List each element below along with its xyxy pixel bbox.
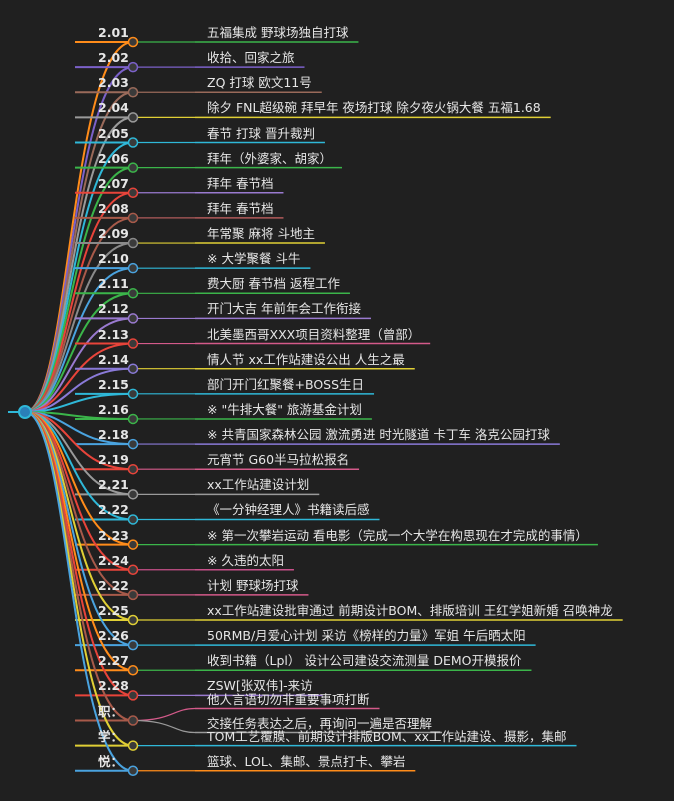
branch-node-12[interactable] xyxy=(127,338,139,349)
root-node[interactable] xyxy=(18,405,32,419)
branch-label[interactable]: 2.21 xyxy=(98,477,129,493)
branch-node-5[interactable] xyxy=(127,162,139,173)
branch-label[interactable]: 2.27 xyxy=(98,653,129,669)
branch-label[interactable]: 学： xyxy=(98,728,124,744)
branch-node-18[interactable] xyxy=(127,489,139,500)
branch-node-14[interactable] xyxy=(127,388,139,400)
leaf-text[interactable]: 拜年 春节档 xyxy=(207,200,274,216)
branch-label[interactable]: 2.11 xyxy=(98,276,129,292)
branch-node-16[interactable] xyxy=(127,438,139,450)
branch-label[interactable]: 2.25 xyxy=(98,602,129,618)
branch-label[interactable]: 2.05 xyxy=(98,125,129,141)
branch-node-29[interactable] xyxy=(127,765,139,777)
leaf-text[interactable]: 拜年 春节档 xyxy=(207,175,274,191)
branch-node-15[interactable] xyxy=(127,413,139,425)
leaf-connector-27-1 xyxy=(132,719,196,734)
branch-label[interactable]: 职： xyxy=(98,703,124,719)
branch-label[interactable]: 2.24 xyxy=(98,552,129,568)
branch-node-4[interactable] xyxy=(127,137,139,148)
branch-node-8[interactable] xyxy=(127,237,139,249)
branch-node-10[interactable] xyxy=(127,288,139,299)
branch-label[interactable]: 2.08 xyxy=(98,200,129,216)
branch-label[interactable]: 2.13 xyxy=(98,326,129,342)
leaf-text[interactable]: ※ "牛排大餐" 旅游基金计划 xyxy=(207,401,362,417)
leaf-text[interactable]: xx工作站建设计划 xyxy=(207,477,310,493)
leaf-text[interactable]: 元宵节 G60半马拉松报名 xyxy=(207,452,350,468)
branch-label[interactable]: 2.01 xyxy=(98,25,129,40)
branch-node-3[interactable] xyxy=(127,112,139,123)
branch-node-17[interactable] xyxy=(127,463,139,475)
leaf-text[interactable]: 部门开门红聚餐+BOSS生日 xyxy=(207,376,365,392)
leaf-text[interactable]: ZSW[张双伟]-来访 xyxy=(207,678,313,694)
branch-node-19[interactable] xyxy=(127,514,139,525)
branch-node-6[interactable] xyxy=(127,187,139,199)
branch-node-24[interactable] xyxy=(127,639,139,651)
branch-connector-11 xyxy=(24,317,134,413)
branch-node-0[interactable] xyxy=(127,36,139,48)
leaf-text[interactable]: 交接任务表达之后，再询问一遍是否理解 xyxy=(207,715,433,731)
leaf-text[interactable]: 北美墨西哥XXX项目资料整理（曾部） xyxy=(207,326,421,342)
branch-node-7[interactable] xyxy=(127,212,139,224)
branch-label[interactable]: 2.14 xyxy=(98,351,129,367)
leaf-text[interactable]: 年常聚 麻将 斗地主 xyxy=(207,226,315,242)
branch-node-2[interactable] xyxy=(127,87,139,98)
branch-node-22[interactable] xyxy=(127,589,139,601)
leaf-text[interactable]: 《一分钟经理人》书籍读后感 xyxy=(207,502,370,518)
leaf-text[interactable]: 春节 打球 晋升裁判 xyxy=(207,125,315,141)
branch-label[interactable]: 2.04 xyxy=(98,100,129,116)
branch-node-11[interactable] xyxy=(127,313,139,324)
leaf-text[interactable]: 50RMB/月爱心计划 采访《榜样的力量》军姐 午后晒太阳 xyxy=(207,628,526,644)
branch-label[interactable]: 2.19 xyxy=(98,452,129,468)
leaf-text[interactable]: xx工作站建设批审通过 前期设计BOM、排版培训 王红学姐新婚 召唤神龙 xyxy=(207,602,613,618)
branch-label[interactable]: 2.07 xyxy=(98,175,129,191)
branch-connector-29 xyxy=(24,411,134,772)
branch-label[interactable]: 2.23 xyxy=(98,527,129,543)
leaf-text[interactable]: TOM工艺覆膜、前期设计排版BOM、xx工作站建设、摄影，集邮 xyxy=(207,728,567,744)
branch-node-27[interactable] xyxy=(127,715,139,726)
branch-label[interactable]: 2.22 xyxy=(98,502,129,518)
leaf-text[interactable]: ※ 大学聚餐 斗牛 xyxy=(207,251,301,267)
branch-label[interactable]: 2.03 xyxy=(98,75,129,91)
branch-label[interactable]: 2.15 xyxy=(98,376,129,392)
leaf-text[interactable]: 拜年（外婆家、胡家） xyxy=(207,150,333,166)
leaf-text[interactable]: ※ 第一次攀岩运动 看电影（完成一个大学在构思现在才完成的事情） xyxy=(207,527,588,543)
branch-node-25[interactable] xyxy=(127,665,139,676)
branch-label[interactable]: 2.12 xyxy=(98,301,129,317)
leaf-text[interactable]: 开门大吉 年前年会工作衔接 xyxy=(207,301,361,317)
branch-node-9[interactable] xyxy=(127,262,139,274)
leaf-connector-27-0 xyxy=(132,707,196,722)
branch-node-28[interactable] xyxy=(127,740,139,751)
leaf-text[interactable]: ZQ 打球 欧文11号 xyxy=(207,75,312,91)
branch-label[interactable]: 2.16 xyxy=(98,401,129,417)
branch-label[interactable]: 2.06 xyxy=(98,150,129,166)
leaf-text[interactable]: 他人言语切勿非重要事项打断 xyxy=(207,691,370,707)
branch-node-13[interactable] xyxy=(127,363,139,374)
leaf-text[interactable]: 收拾、回家之旅 xyxy=(207,50,295,66)
branch-label[interactable]: 2.10 xyxy=(98,251,129,267)
leaf-text[interactable]: ※ 共青国家森林公园 激流勇进 时光隧道 卡丁车 洛克公园打球 xyxy=(207,427,550,443)
branch-label[interactable]: 2.28 xyxy=(98,678,129,694)
branch-label[interactable]: 2.18 xyxy=(98,427,129,443)
leaf-text[interactable]: 五福集成 野球场独自打球 xyxy=(207,25,349,40)
branch-connector-13 xyxy=(24,367,134,413)
leaf-text[interactable]: 费大厨 春节档 返程工作 xyxy=(207,276,340,292)
branch-node-26[interactable] xyxy=(127,690,139,701)
leaf-text[interactable]: 收到书籍（Lpl） 设计公司建设交流测量 DEMO开模报价 xyxy=(207,653,522,669)
branch-node-1[interactable] xyxy=(127,61,139,73)
branch-label[interactable]: 2.09 xyxy=(98,226,129,242)
branch-connector-12 xyxy=(24,342,134,413)
leaf-text[interactable]: 计划 野球场打球 xyxy=(207,577,299,593)
branch-label[interactable]: 悦： xyxy=(98,753,124,769)
leaf-text[interactable]: 除夕 FNL超级碗 拜早年 夜场打球 除夕夜火锅大餐 五福1.68 xyxy=(207,100,541,116)
leaf-text[interactable]: 篮球、LOL、集邮、景点打卡、攀岩 xyxy=(207,753,406,769)
branch-label[interactable]: 2.02 xyxy=(98,50,129,66)
leaf-text[interactable]: ※ 久违的太阳 xyxy=(207,552,284,568)
leaf-text[interactable]: 情人节 xx工作站建设公出 人生之最 xyxy=(207,351,405,367)
branch-node-21[interactable] xyxy=(127,564,139,575)
branch-label[interactable]: 2.22 xyxy=(98,577,129,593)
branch-node-23[interactable] xyxy=(127,614,139,626)
branch-label[interactable]: 2.26 xyxy=(98,628,129,644)
branch-node-20[interactable] xyxy=(127,539,139,550)
